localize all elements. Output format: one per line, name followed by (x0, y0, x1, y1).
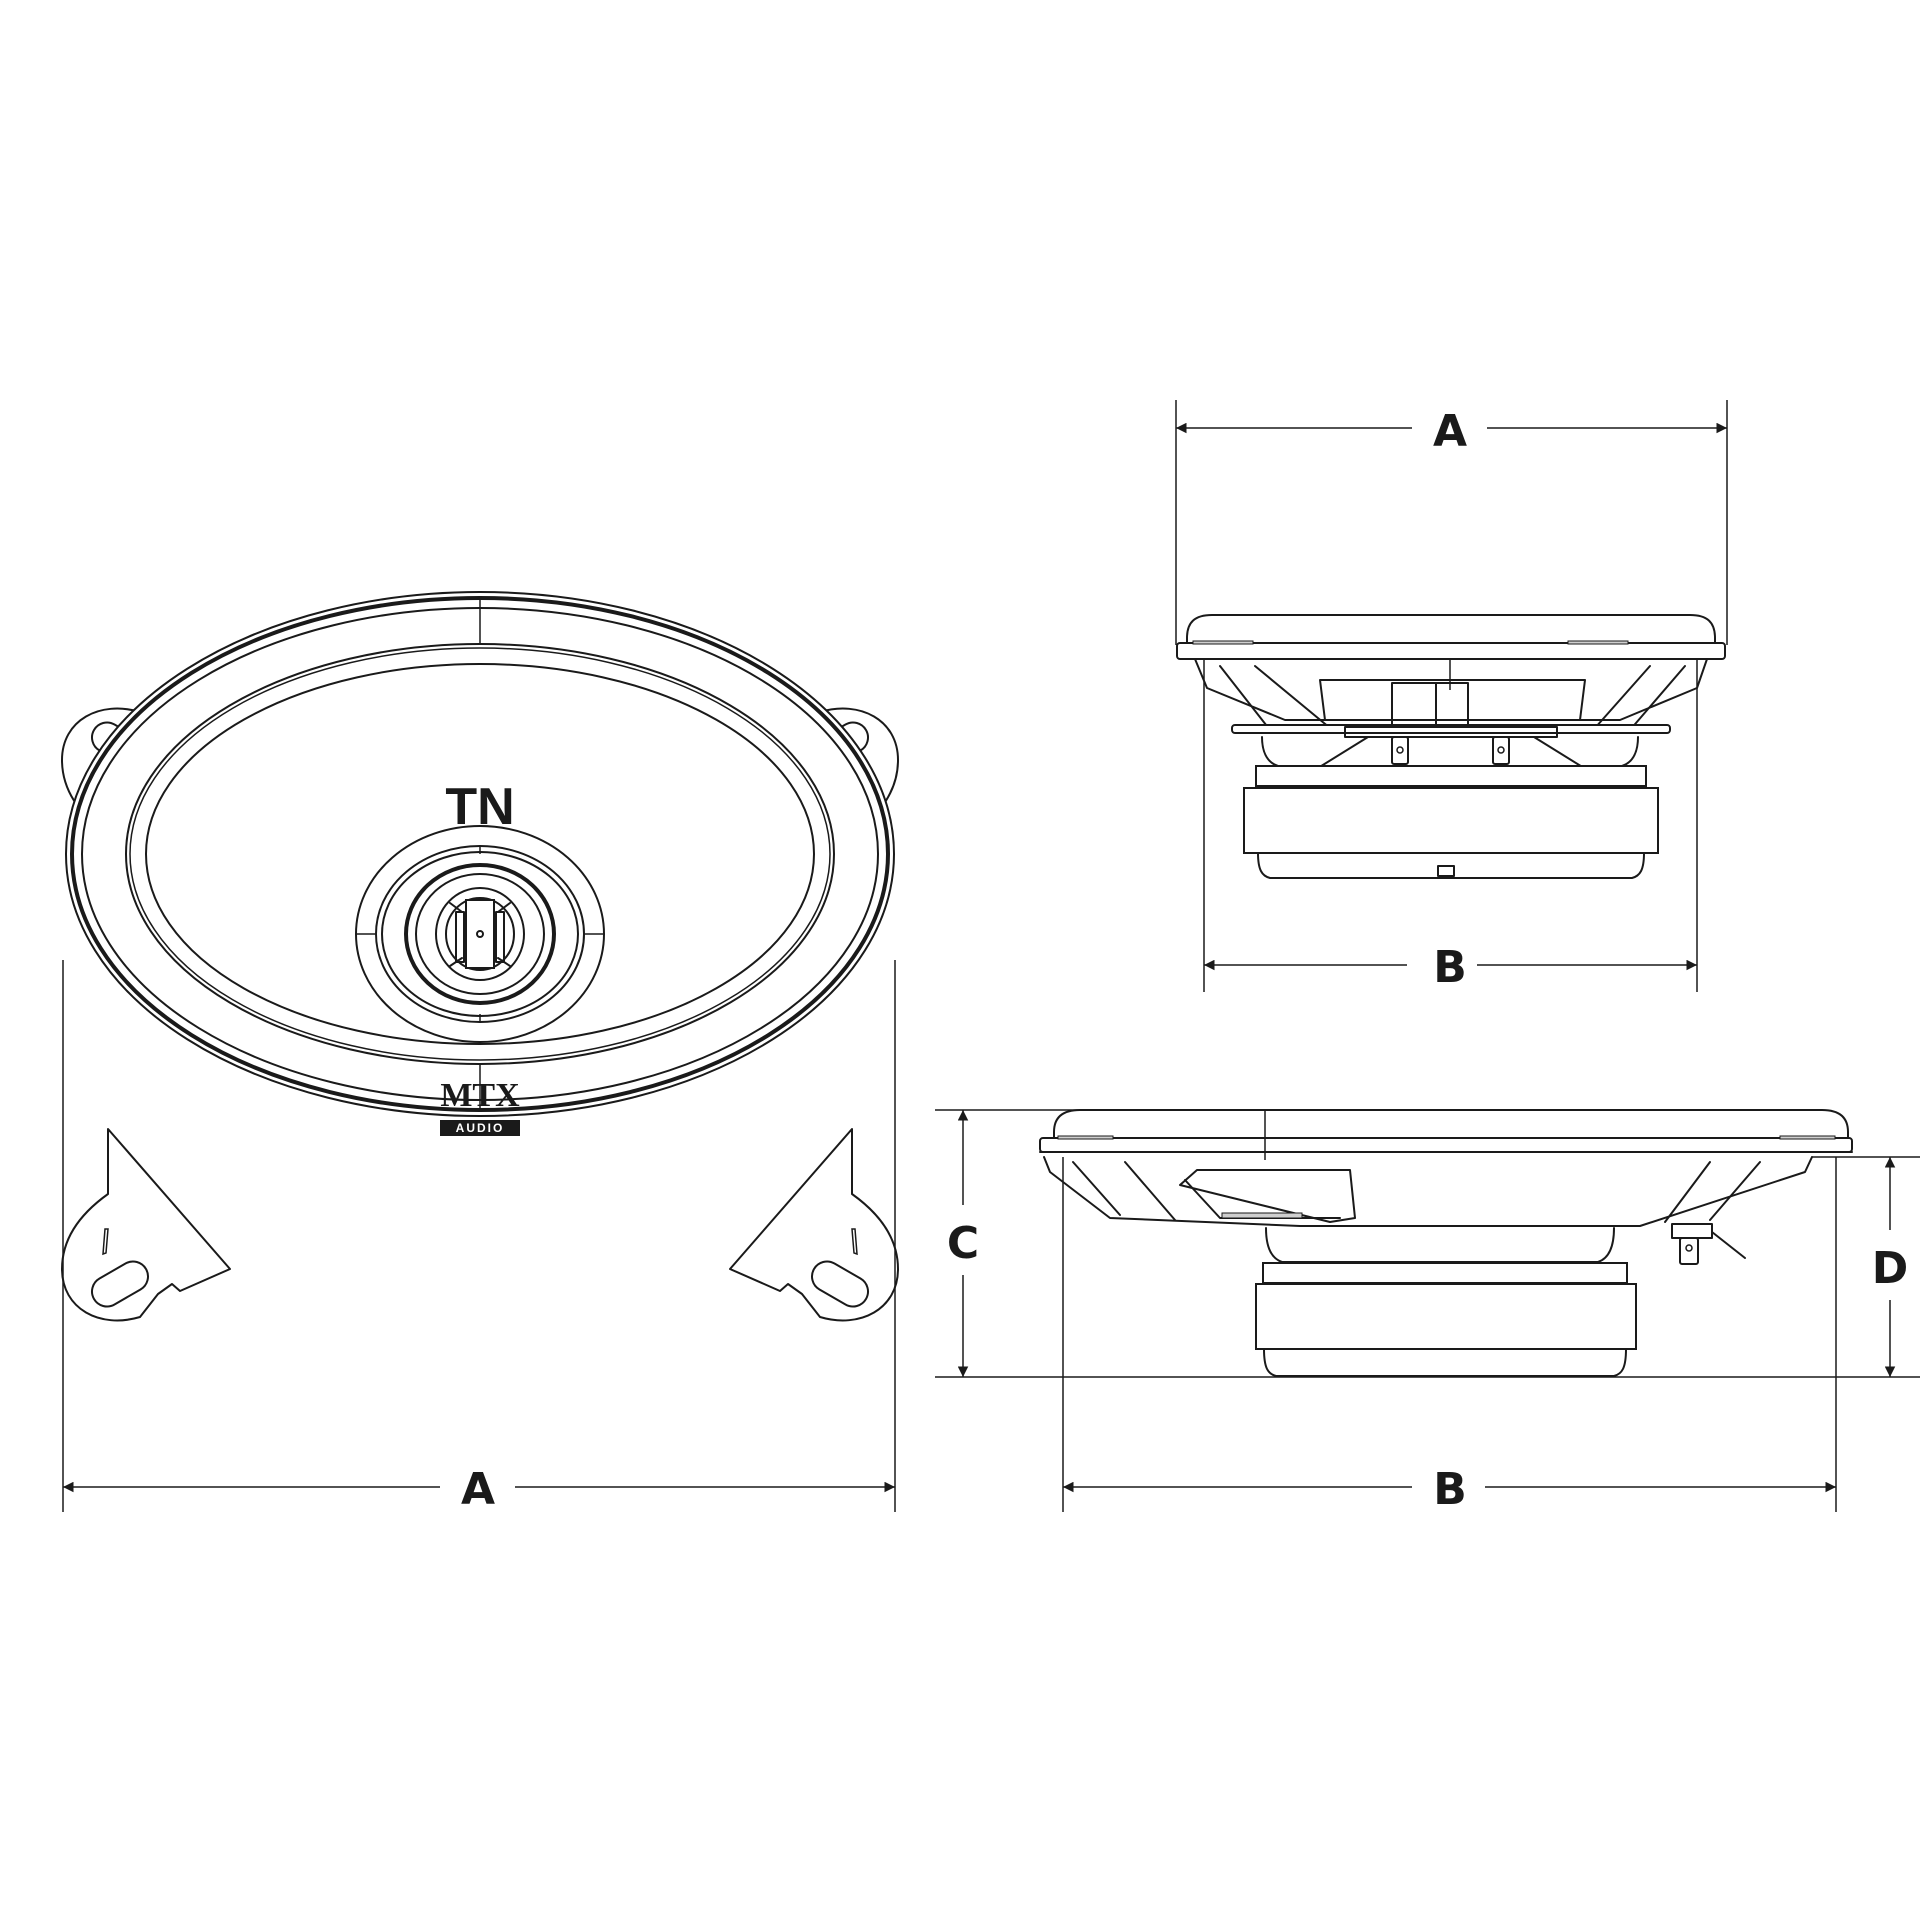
front-dimension-a: A (62, 960, 896, 1515)
tweeter (355, 825, 605, 1043)
side-dimension-b: B (1062, 1157, 1837, 1515)
mounting-tab-bottom-right (729, 1128, 899, 1322)
side-view: C D B (935, 1109, 1920, 1515)
svg-text:B: B (1433, 1464, 1467, 1515)
svg-text:A: A (1433, 406, 1467, 457)
side-dimension-d: D (1812, 1156, 1920, 1377)
tn-logo: TN (445, 778, 514, 836)
svg-text:AUDIO: AUDIO (456, 1121, 505, 1135)
top-view: A B (1175, 400, 1728, 993)
svg-text:D: D (1872, 1243, 1909, 1294)
side-dimension-c: C (935, 1109, 1920, 1378)
top-dimension-b: B (1203, 660, 1698, 993)
svg-text:MTX: MTX (440, 1077, 520, 1114)
front-view: TN MTX AUDIO A (61, 591, 899, 1515)
svg-text:TN: TN (445, 778, 514, 836)
mounting-tab-bottom-left (61, 1128, 231, 1322)
svg-text:C: C (947, 1218, 979, 1269)
svg-text:A: A (461, 1464, 495, 1515)
mtx-audio-logo: MTX AUDIO (440, 1077, 520, 1136)
top-dimension-a: A (1175, 400, 1728, 645)
svg-text:B: B (1433, 942, 1467, 993)
